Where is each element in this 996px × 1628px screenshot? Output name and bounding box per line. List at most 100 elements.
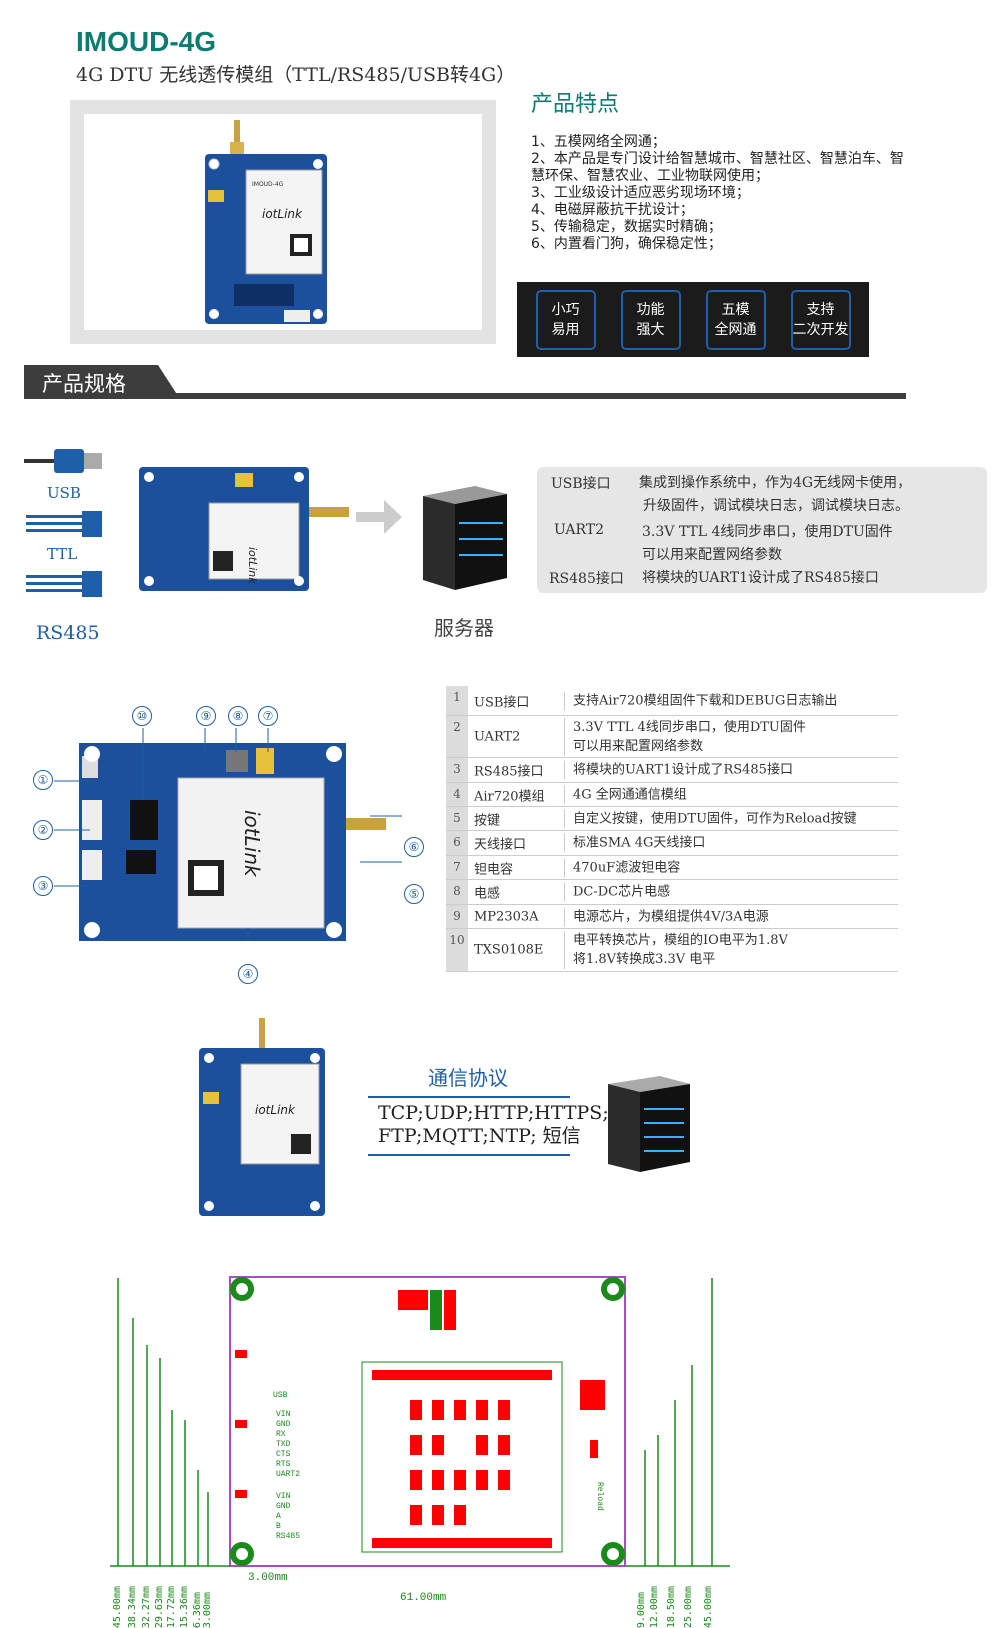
dimension-label: 17.72mm (166, 1585, 177, 1628)
part-desc: 电源芯片，为模组提供4V/3A电源 (564, 907, 769, 926)
usb-label: USB (47, 484, 81, 502)
part-name: TXS0108E (474, 942, 544, 958)
board-callout-diagram: iotLink (54, 728, 402, 941)
protocol-list: TCP;UDP;HTTP;HTTPS;FTP;MQTT;NTP; 短信 (378, 1102, 609, 1148)
dimension-label: 12.00mm (649, 1585, 660, 1628)
badge-line: 强大 (636, 321, 665, 338)
part-desc: 470uF滤波钽电容 (564, 858, 680, 877)
row-number: 7 (446, 856, 468, 879)
svg-text:iotLink: iotLink (262, 207, 303, 221)
desc-line: 标准SMA 4G天线接口 (573, 835, 706, 851)
pin-label: RS485 (276, 1532, 301, 1541)
interface-summary: USB接口 集成到操作系统中，作为4G无线网卡使用，升级固件，调试模块日志，调试… (537, 467, 987, 593)
feature-item: 1、五模网络全网通； (531, 134, 666, 150)
divider (368, 1154, 570, 1156)
pin-label: Reload (595, 1482, 604, 1511)
table-row: 9 MP2303A 电源芯片，为模组提供4V/3A电源 (446, 905, 898, 929)
width-dim: 61.00mm (400, 1592, 447, 1604)
part-desc: 4G 全网通通信模组 (564, 785, 687, 804)
callout-10: ⑩ (132, 706, 152, 726)
pin-label: CTS (276, 1450, 291, 1459)
row-number: 3 (446, 758, 468, 782)
dimension-label: 32.27mm (141, 1585, 152, 1628)
features-list: 1、五模网络全网通； 2、本产品是专门设计给智慧城市、智慧社区、智慧泊车、智慧环… (531, 134, 911, 253)
desc-line: 电源芯片，为模组提供4V/3A电源 (573, 909, 769, 924)
pin-label: GND (276, 1420, 291, 1429)
dimension-label: 38.34mm (127, 1585, 138, 1628)
badge-dev: 支持二次开发 (790, 289, 851, 350)
desc-line: 将模块的UART1设计成了RS485接口 (573, 762, 793, 778)
callout-5: ⑤ (404, 884, 424, 904)
callout-3: ③ (33, 876, 53, 896)
rs485-label: RS485 (36, 622, 100, 644)
dimension-label: 15.36mm (179, 1585, 190, 1628)
dimension-lines (110, 1278, 730, 1567)
part-name: MP2303A (474, 909, 539, 924)
protocol-title: 通信协议 (428, 1066, 508, 1090)
dimension-label: 9.00mm (636, 1591, 647, 1628)
desc-line: 3.3V TTL 4线同步串口，使用DTU固件 (573, 719, 806, 735)
part-desc: 将模块的UART1设计成了RS485接口 (564, 760, 793, 780)
pin-label: A (276, 1512, 281, 1521)
module-footprint (361, 1361, 563, 1553)
callout-1: ① (33, 770, 53, 790)
part-name: 按键 (474, 813, 501, 828)
svg-text:IMOUD-4G: IMOUD-4G (252, 181, 284, 188)
pin-label: UART2 (276, 1470, 301, 1479)
callout-2: ② (33, 820, 53, 840)
pin-label: VIN (276, 1492, 291, 1501)
row-number: 5 (446, 807, 468, 830)
pads (235, 1290, 605, 1548)
badge-line: 小巧 (551, 301, 580, 318)
part-name: 天线接口 (474, 837, 527, 853)
server-icon (423, 486, 507, 590)
badge-easy: 小巧易用 (535, 289, 596, 350)
desc-line: 470uF滤波钽电容 (573, 860, 681, 875)
callout-6: ⑥ (404, 837, 424, 857)
feature-item: 5、传输稳定，数据实时精确； (531, 219, 722, 235)
part-name: 电感 (474, 886, 501, 902)
badge-powerful: 功能强大 (620, 289, 681, 350)
mounting-holes (230, 1277, 625, 1566)
product-image-frame: IMOUD-4G iotLink (70, 100, 496, 344)
row-number: 2 (446, 716, 468, 757)
badge-line: 全网通 (714, 321, 757, 338)
pin-label: TXD (276, 1440, 291, 1449)
feature-badges: 小巧易用 功能强大 五模全网通 支持二次开发 (517, 282, 869, 357)
pin-label: GND (276, 1502, 291, 1511)
callout-4: ④ (238, 964, 258, 984)
svg-text:iotLink: iotLink (240, 810, 264, 878)
interface-name: UART2 (554, 522, 605, 538)
hole-offset-dim: 3.00mm (248, 1572, 288, 1584)
dimension-label: 3.00mm (202, 1591, 213, 1628)
desc-line: 升级固件，调试模块日志，调试模块日志。 (643, 498, 909, 514)
ttl-label: TTL (47, 545, 78, 563)
badge-line: 支持 (806, 301, 835, 318)
server-label: 服务器 (434, 616, 494, 640)
pin-label: B (276, 1522, 281, 1531)
server-icon (608, 1076, 690, 1172)
row-number: 4 (446, 783, 468, 806)
ttl-connector-icon (26, 511, 102, 537)
dimension-label: 29.63mm (154, 1585, 165, 1628)
svg-text:iotLink: iotLink (255, 1103, 296, 1117)
callout-9: ⑨ (196, 706, 216, 726)
spec-title: 产品规格 (24, 365, 180, 399)
callout-8: ⑧ (228, 706, 248, 726)
badge-five-mode: 五模全网通 (705, 289, 766, 350)
desc-line: 自定义按键，使用DTU固件，可作为Reload按键 (573, 811, 857, 826)
part-name: 钽电容 (474, 862, 514, 877)
pin-label: RX (276, 1430, 286, 1439)
callout-7: ⑦ (258, 706, 278, 726)
feature-item: 6、内置看门狗，确保稳定性； (531, 236, 722, 252)
row-number: 9 (446, 905, 468, 928)
dimension-label: 25.00mm (683, 1585, 694, 1628)
interface-name: USB接口 (551, 476, 611, 492)
module-board-image: iotLink (139, 467, 349, 591)
module-board-image: IMOUD-4G iotLink (205, 120, 327, 324)
